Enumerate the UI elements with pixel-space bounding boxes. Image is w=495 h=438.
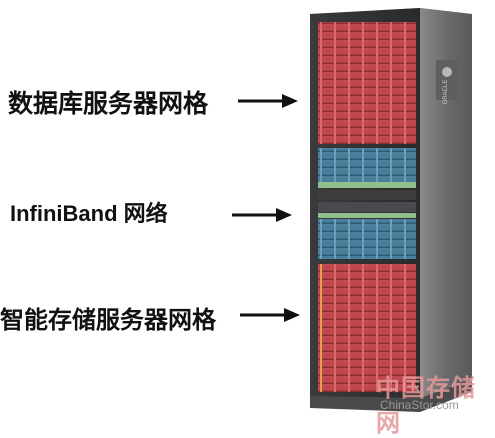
infiniband-green-strip-2: [318, 213, 416, 218]
infiniband-switch-dark: [318, 190, 416, 200]
infiniband-green-strip: [318, 182, 416, 188]
infiniband-arrow-icon: [232, 208, 292, 222]
watermark-en-text: ChinaStor.com: [380, 398, 459, 412]
infiniband-switch-dark-2: [318, 202, 416, 212]
storage-server-grid-label: 智能存储服务器网格: [0, 306, 216, 334]
database-server-grid-label: 数据库服务器网格: [8, 89, 209, 118]
chinastor-watermark: 中国存储网 ChinaStor.com: [372, 368, 492, 437]
rack-base: [310, 380, 472, 412]
exadata-rack-illustration: ORACLE: [310, 8, 472, 412]
infiniband-switch-section-2: [318, 219, 416, 259]
storage-grid-arrow-icon: [240, 308, 300, 322]
rack-brand-strip: [436, 60, 458, 100]
sun-logo-icon: [442, 67, 452, 77]
infiniband-network-label: InfiniBand 网络: [10, 201, 168, 226]
rack-brand-text: ORACLE: [443, 80, 449, 105]
infiniband-switch-section: [318, 148, 416, 182]
database-server-section: [318, 22, 416, 144]
storage-server-section: [318, 264, 416, 392]
database-grid-arrow-icon: [238, 94, 298, 108]
rack-side-panel: [420, 8, 472, 406]
